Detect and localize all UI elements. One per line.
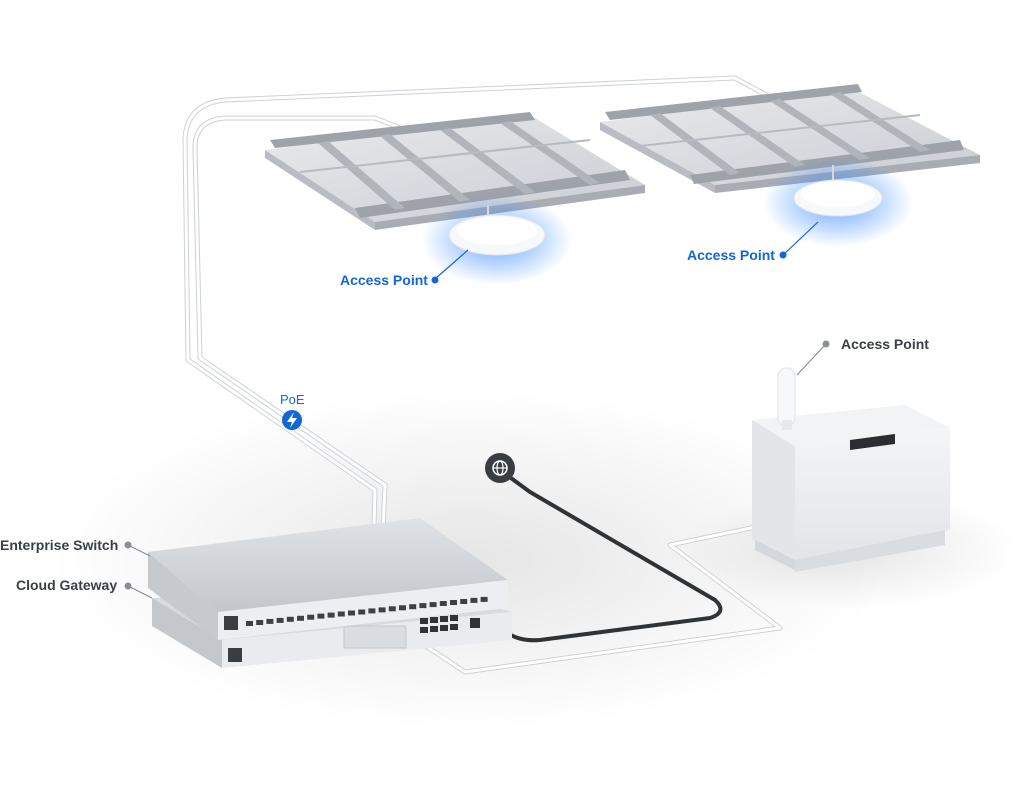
poe-icon bbox=[282, 410, 302, 430]
switch-port bbox=[266, 618, 274, 624]
switch-port bbox=[327, 612, 335, 618]
switch-port bbox=[317, 613, 325, 619]
switch-port bbox=[358, 609, 366, 615]
switch-port bbox=[450, 600, 457, 605]
switch-port bbox=[368, 608, 376, 614]
switch-port bbox=[399, 605, 406, 611]
switch-port bbox=[297, 615, 304, 621]
access-point-1-device bbox=[422, 195, 572, 285]
poe-cables bbox=[182, 75, 833, 675]
switch-port bbox=[307, 614, 315, 620]
access-point-3-label: Access Point bbox=[841, 336, 929, 352]
device-stack bbox=[148, 518, 512, 668]
switch-port bbox=[337, 611, 345, 617]
callout-lines bbox=[124, 221, 830, 599]
switch-port bbox=[470, 597, 478, 603]
switch-port bbox=[256, 620, 264, 625]
switch-port bbox=[246, 621, 253, 626]
switch-port bbox=[429, 602, 437, 608]
switch-port bbox=[409, 604, 417, 610]
outdoor-access-point-device bbox=[777, 367, 796, 430]
switch-port bbox=[348, 610, 355, 616]
enterprise-switch-label: Enterprise Switch bbox=[0, 537, 119, 553]
outdoor-enclosure bbox=[752, 405, 950, 572]
switch-port bbox=[419, 603, 427, 609]
access-point-2-label: Access Point bbox=[687, 247, 775, 263]
internet-cable bbox=[498, 468, 723, 643]
access-point-1-label: Access Point bbox=[340, 272, 428, 288]
switch-port bbox=[388, 606, 396, 612]
cloud-gateway-label: Cloud Gateway bbox=[16, 577, 118, 593]
switch-port bbox=[378, 607, 386, 613]
switch-port bbox=[286, 616, 294, 622]
switch-port bbox=[439, 601, 447, 606]
access-point-2-device bbox=[763, 157, 913, 247]
globe-icon bbox=[485, 453, 515, 483]
switch-port bbox=[460, 599, 468, 604]
switch-port bbox=[276, 617, 284, 623]
poe-label: PoE bbox=[280, 392, 305, 407]
switch-port bbox=[480, 596, 488, 602]
